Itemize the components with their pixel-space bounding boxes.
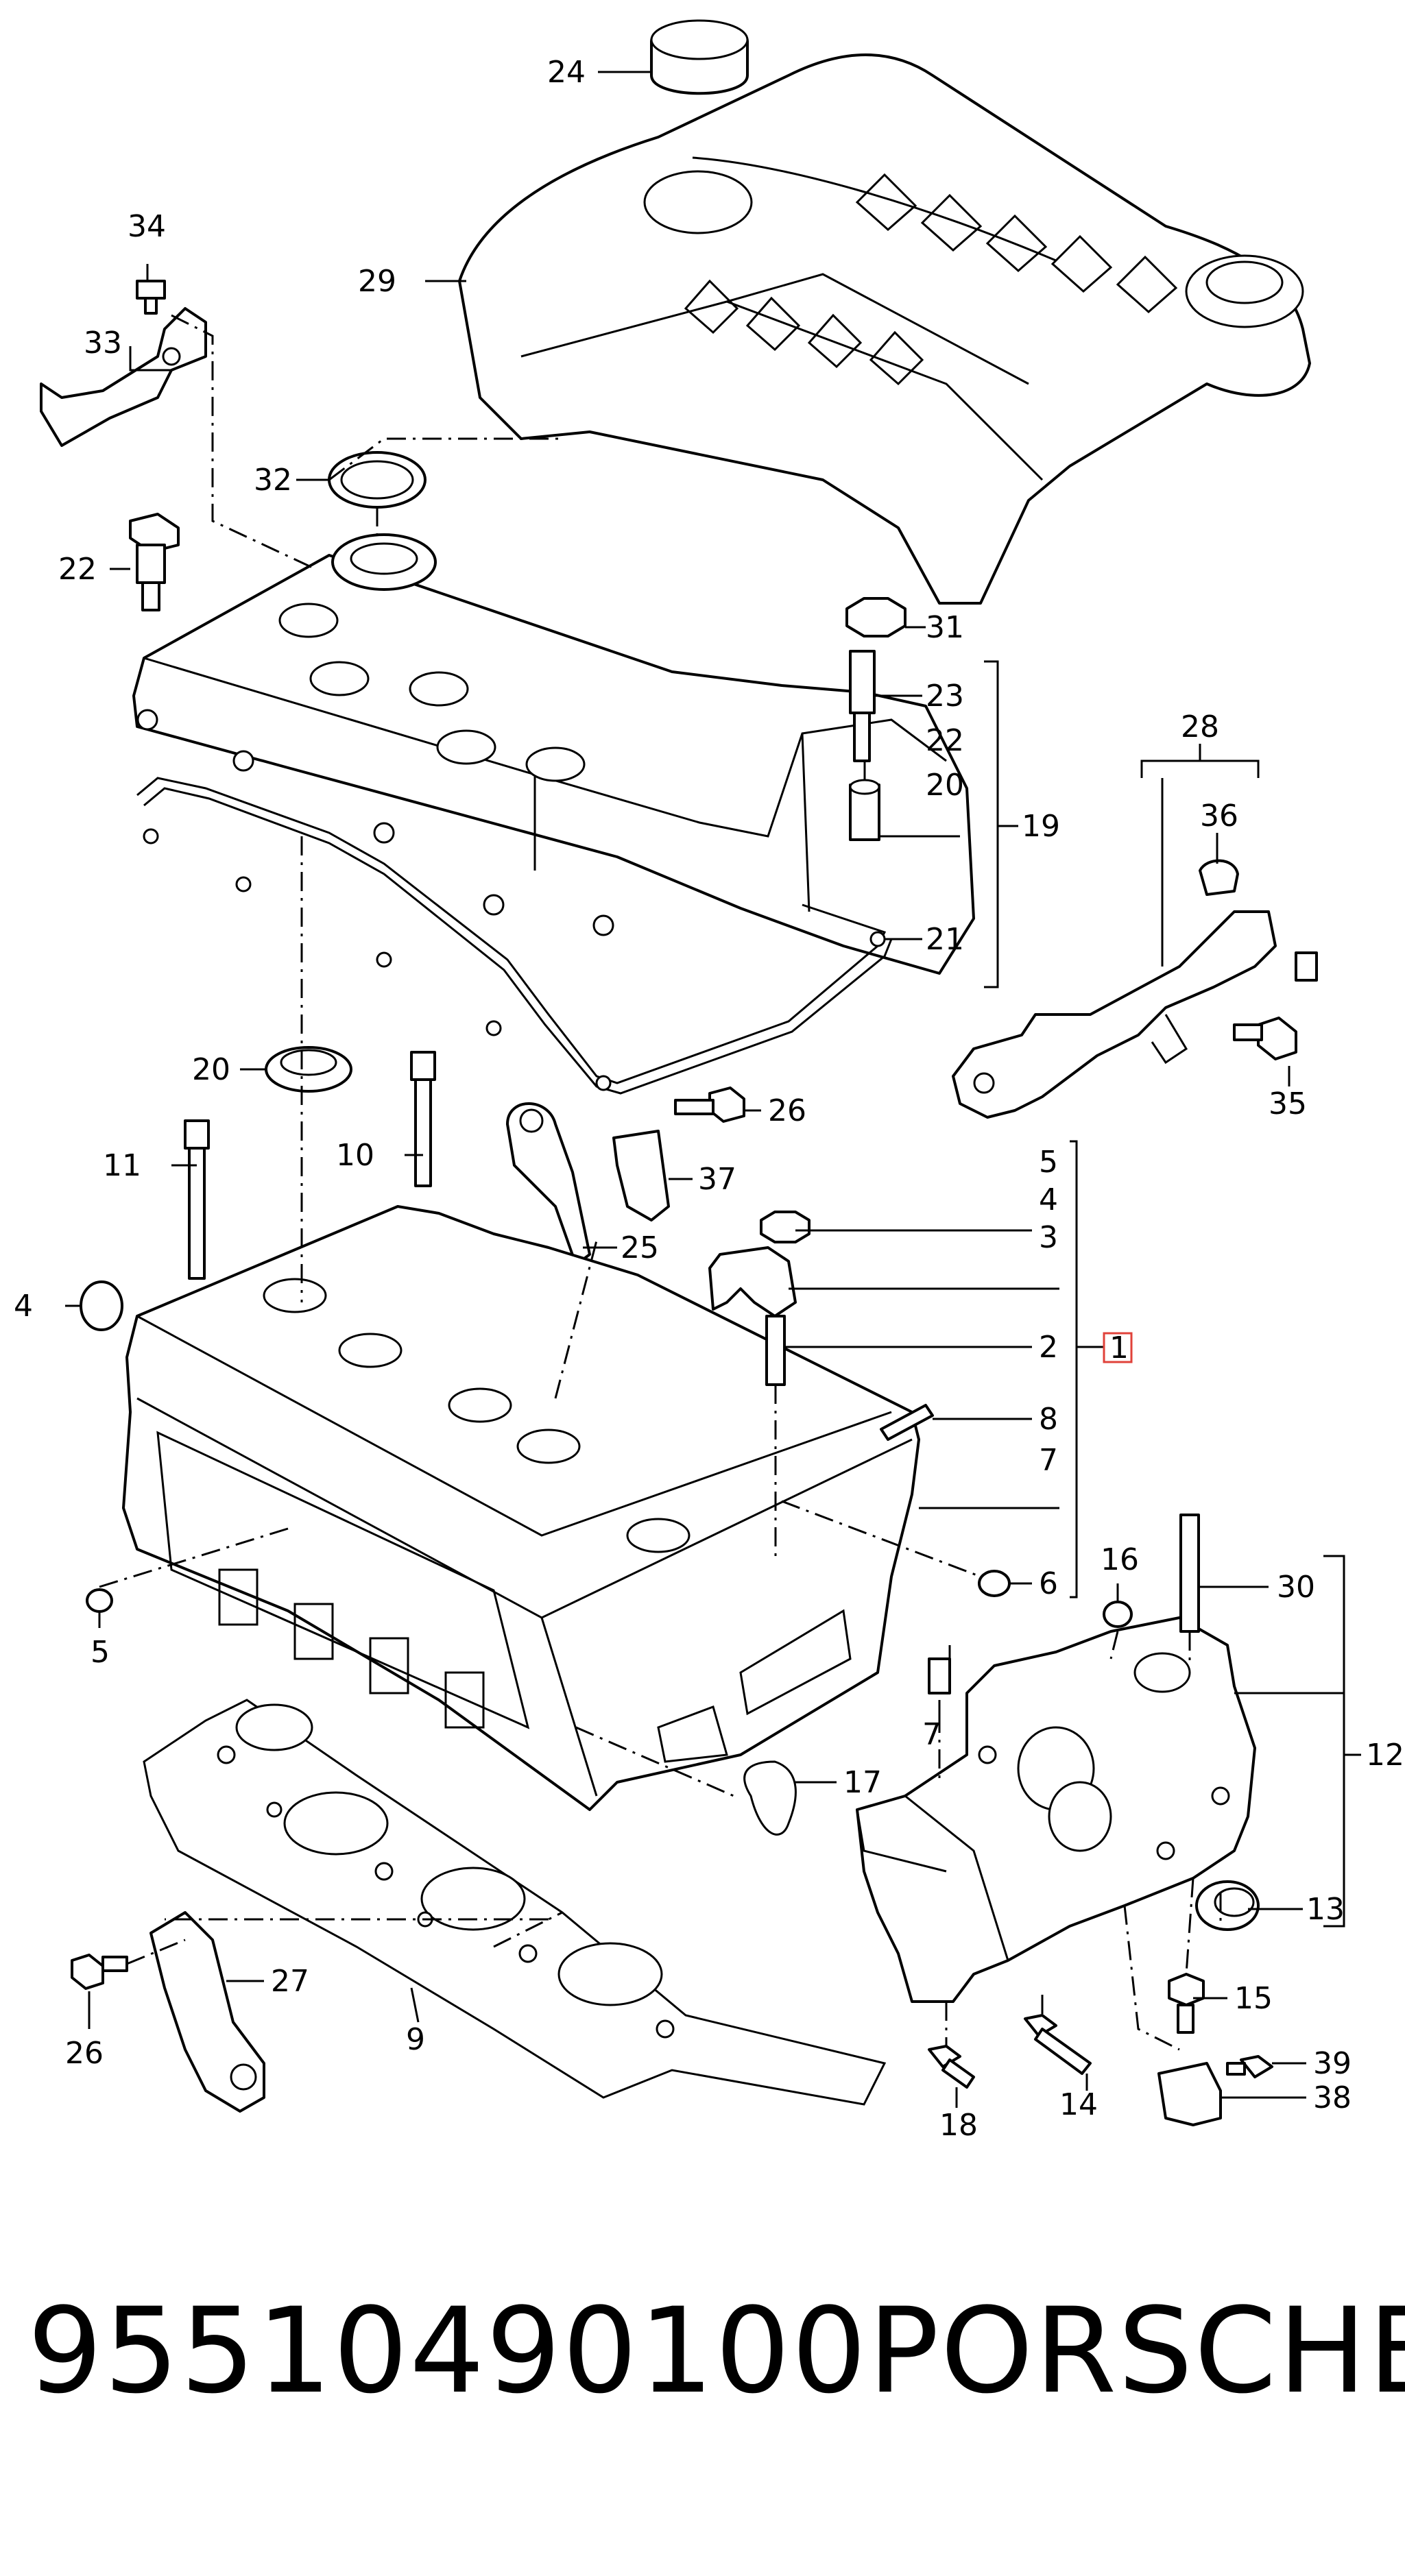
callout-1-box: [1103, 1332, 1133, 1363]
bolt-22: [129, 513, 180, 611]
oil-filler-cap: [650, 19, 749, 95]
callout-38: 38: [1313, 2080, 1352, 2115]
stud-2: [765, 1315, 786, 1386]
callout-5a: 5: [1039, 1145, 1058, 1180]
pin-7: [928, 1657, 951, 1694]
part-number: 95510490100: [27, 2282, 868, 2420]
callout-22a: 22: [58, 552, 97, 587]
callout-4a: 4: [14, 1289, 33, 1324]
callout-26a: 26: [768, 1093, 806, 1128]
callout-13: 13: [1306, 1892, 1345, 1927]
bolt-18: [928, 2045, 975, 2089]
callout-7b: 7: [922, 1717, 941, 1752]
callout-3: 3: [1039, 1220, 1058, 1255]
callout-25: 25: [621, 1230, 659, 1265]
callout-9: 9: [406, 2022, 425, 2057]
callout-24: 24: [547, 55, 586, 90]
callout-labels: 24 29 34 33 32 22 31 23 22 20 19 21 28 3…: [14, 55, 1404, 2143]
cam-seal-20: [265, 1046, 352, 1093]
callout-14: 14: [1059, 2087, 1098, 2122]
stud-23: [849, 650, 876, 762]
valve-cover: [132, 533, 975, 975]
bolt-26-lower: [71, 1954, 128, 1990]
screw-34: [136, 280, 166, 315]
callout-27: 27: [271, 1964, 309, 1999]
engine-cover: [458, 53, 1311, 605]
o-ring-16: [1103, 1601, 1133, 1628]
callout-5b: 5: [91, 1635, 110, 1670]
leader-lines: [65, 71, 1361, 2108]
head-gasket: [143, 1699, 887, 2106]
plug-4: [80, 1280, 123, 1331]
bolt-10: [410, 1051, 436, 1187]
bracket-27: [149, 1911, 265, 2113]
cylinder-head: [122, 1205, 920, 1811]
callout-6: 6: [1039, 1566, 1058, 1601]
timing-housing: [856, 1616, 1256, 2003]
callout-39: 39: [1313, 2046, 1352, 2081]
nut-31: [845, 597, 906, 637]
bolt-35: [1233, 1017, 1297, 1060]
callout-30: 30: [1277, 1570, 1315, 1605]
bolt-11: [184, 1119, 210, 1280]
nut-3: [760, 1211, 810, 1243]
dash-dot-lines: [99, 314, 1222, 2051]
callout-34: 34: [128, 209, 166, 244]
bolt-26-upper: [674, 1086, 745, 1123]
callout-2: 2: [1039, 1330, 1058, 1365]
callout-37: 37: [698, 1162, 736, 1197]
callout-15: 15: [1234, 1981, 1273, 2016]
bolt-39: [1226, 2055, 1273, 2078]
bearing-cap: [708, 1246, 797, 1317]
bolt-15: [1168, 1973, 1205, 2034]
callout-20a: 20: [926, 768, 964, 803]
callout-7a: 7: [1039, 1443, 1058, 1478]
brand-name: PORSCHE: [867, 2282, 1405, 2420]
bolt-14: [1024, 2014, 1092, 2075]
bracket-37: [612, 1130, 670, 1222]
callout-28: 28: [1181, 709, 1219, 744]
stud-30: [1179, 1514, 1200, 1633]
callout-31: 31: [926, 610, 964, 645]
cover-bracket: [40, 307, 207, 447]
wiring-bracket: [952, 910, 1318, 1119]
callout-20b: 20: [192, 1052, 230, 1087]
callout-19: 19: [1022, 809, 1060, 844]
callout-29: 29: [358, 264, 396, 299]
callout-10: 10: [336, 1138, 374, 1173]
stud-8: [880, 1404, 934, 1441]
callout-11: 11: [103, 1148, 141, 1183]
callout-12: 12: [1366, 1738, 1404, 1773]
seal-13: [1195, 1880, 1260, 1931]
diagram-caption: 95510490100 PORSCHE: [27, 2282, 1405, 2420]
exploded-parts-diagram: 24 29 34 33 32 22 31 23 22 20 19 21 28 3…: [14, 19, 1404, 2143]
callout-21: 21: [926, 922, 964, 957]
callout-33: 33: [84, 326, 122, 361]
valve-cover-gasket: [136, 777, 893, 1095]
callout-16: 16: [1101, 1542, 1139, 1577]
gasket-17: [743, 1760, 797, 1836]
callout-1: 1: [1109, 1330, 1129, 1365]
callout-4b: 4: [1039, 1182, 1058, 1217]
sleeve-6: [978, 1570, 1011, 1597]
callout-8: 8: [1039, 1402, 1058, 1437]
callout-23: 23: [926, 679, 964, 714]
seal-ring-32: [328, 451, 427, 509]
callout-22b: 22: [926, 723, 964, 758]
callout-26b: 26: [65, 2036, 104, 2071]
clip-36: [1199, 859, 1239, 896]
callout-36: 36: [1200, 799, 1238, 834]
sensor-38: [1157, 2062, 1222, 2126]
callout-32: 32: [254, 463, 292, 498]
callout-18: 18: [939, 2108, 978, 2143]
callout-35: 35: [1269, 1086, 1307, 1121]
plug-5: [86, 1588, 113, 1613]
callout-17: 17: [843, 1765, 882, 1800]
bush-20: [849, 779, 880, 841]
